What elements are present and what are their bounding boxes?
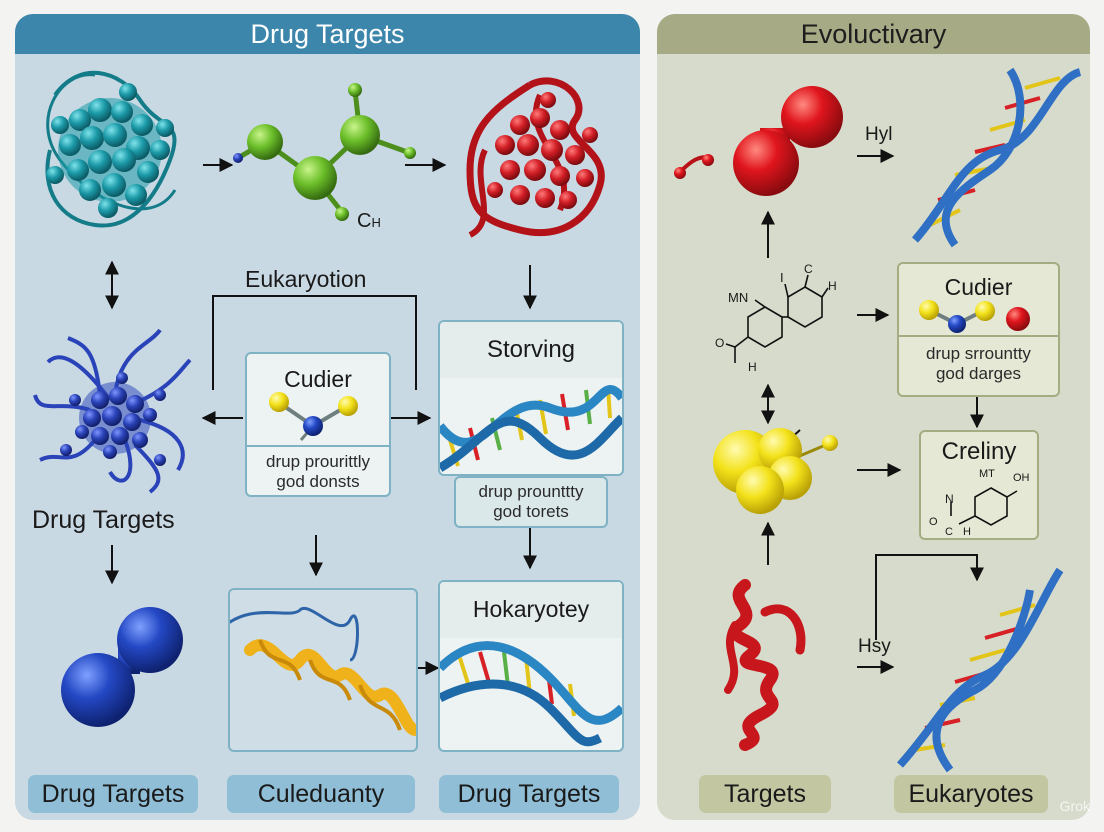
cudier-title-right: Cudier — [944, 274, 1013, 300]
storving-title-bar — [440, 322, 622, 378]
label-eukaryotion: Eukaryotion — [245, 266, 367, 292]
storving-caption-line1: drup prounttty — [478, 482, 584, 501]
creliny-h: H — [963, 526, 971, 538]
creliny-oh: OH — [1013, 472, 1030, 484]
creliny-n: N — [945, 492, 954, 506]
dna-helix-icon-4 — [440, 641, 622, 747]
cudier-caption-left: drup prourittly god donsts — [247, 452, 389, 492]
creliny-title: Creliny — [941, 438, 1017, 465]
cudier-caption-right-line1: drup srrountty — [926, 344, 1031, 363]
structure1-i: I — [780, 270, 784, 285]
creliny-mt: MT — [979, 468, 995, 480]
hokaryotey-title-bar — [440, 582, 622, 638]
cudier-caption-right: drup srrountty god darges — [899, 344, 1058, 384]
structure1-h-bottom: H — [748, 360, 757, 374]
cudier-molecule-icon-right — [899, 300, 1058, 337]
creliny-c: C — [945, 526, 953, 538]
cudier-caption-left-line1: drup prourittly — [266, 452, 370, 471]
storving-caption: drup prounttty god torets — [456, 482, 606, 522]
chip-eukaryotes[interactable]: Eukaryotes — [894, 775, 1048, 813]
cudier-molecule-icon — [247, 392, 389, 447]
cudier-title-left: Cudier — [284, 366, 352, 392]
helix-ribbon-box[interactable] — [228, 588, 418, 752]
storving-caption-box: drup prounttty god torets — [454, 476, 608, 528]
storving-title: Storving — [486, 336, 576, 363]
structure1-c: C — [804, 262, 813, 276]
watermark-text: Grok — [1059, 798, 1090, 814]
chip-culeduanty[interactable]: Culeduanty — [227, 775, 415, 813]
right-panel-header: Evoluctivary — [657, 14, 1090, 54]
label-drug-targets: Drug Targets — [32, 506, 175, 534]
label-ch-main: C — [357, 210, 372, 232]
structure1-mn: MN — [728, 290, 749, 305]
structure1-h-right: H — [828, 279, 837, 293]
label-hyl: Hyl — [865, 124, 893, 145]
label-ch-sub: H — [371, 215, 381, 230]
chip-drug-targets-2[interactable]: Drug Targets — [439, 775, 619, 813]
cudier-caption-right-line2: god darges — [935, 364, 1022, 383]
dna-helix-icon-3 — [440, 385, 622, 472]
storving-caption-line2: god torets — [493, 502, 569, 521]
hokaryotey-title: Hokaryotey — [472, 596, 590, 622]
cudier-box-left[interactable]: Cudier drup prourittly god donsts — [245, 352, 391, 497]
cudier-caption-left-line2: god donsts — [276, 472, 360, 491]
label-ch: CH — [357, 210, 381, 233]
creliny-o: O — [929, 516, 938, 528]
creliny-box[interactable]: Creliny MT OH N O C H — [919, 430, 1039, 540]
creliny-structure-icon — [950, 487, 1018, 526]
chip-targets[interactable]: Targets — [699, 775, 831, 813]
gold-helix-icon — [230, 606, 416, 736]
left-panel-header: Drug Targets — [15, 14, 640, 54]
storving-box[interactable]: Storving — [438, 320, 624, 476]
cudier-box-right[interactable]: Cudier drup srrountty god darges — [897, 262, 1060, 397]
hokaryotey-box[interactable]: Hokaryotey — [438, 580, 624, 752]
chip-drug-targets-1[interactable]: Drug Targets — [28, 775, 198, 813]
label-hsy: Hsy — [858, 636, 891, 657]
structure1-o: O — [715, 336, 725, 350]
